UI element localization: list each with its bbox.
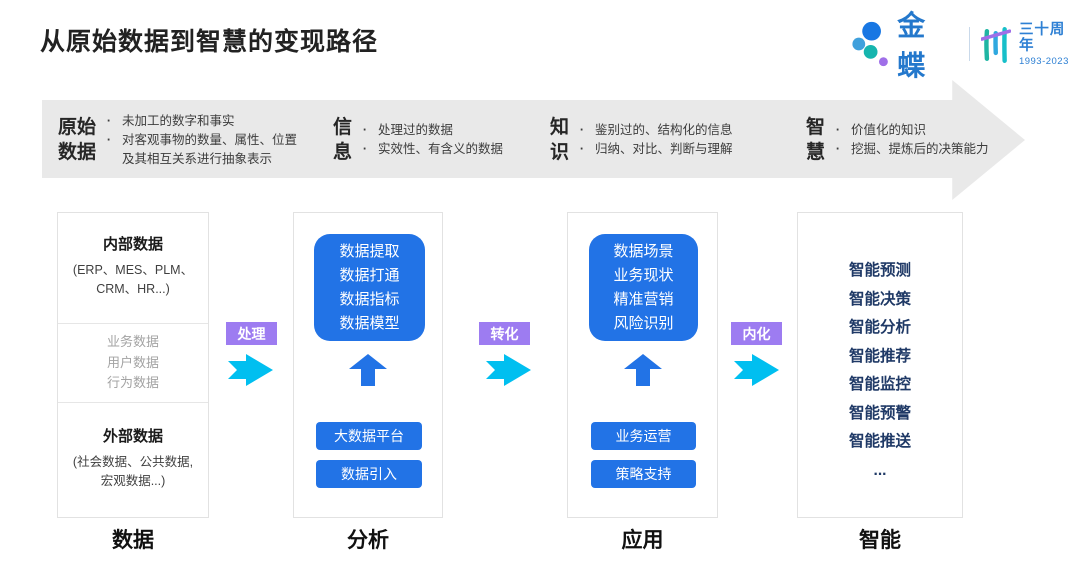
footer-label-analysis: 分析 <box>347 529 389 552</box>
flow-arrow-icon <box>486 354 531 386</box>
big-data-platform-label: 大数据平台 <box>316 422 422 450</box>
intelligence-panel: 智能预测 智能决策 智能分析 智能推荐 智能监控 智能预警 智能推送 ... <box>797 212 963 518</box>
logo-divider <box>969 27 971 61</box>
up-arrow-icon <box>623 354 662 386</box>
flow-arrow-icon <box>228 354 273 386</box>
application-panel: 数据场景 业务现状 精准营销 风险识别 业务运营 策略支持 <box>567 212 718 518</box>
stage-raw-data: 原始 数据 ·未加工的数字和事实 ·对客观事物的数量、属性、位置及其相互关系进行… <box>58 103 301 177</box>
data-type-item: 行为数据 <box>106 375 159 390</box>
intelligence-item: 智能推送 <box>848 433 911 450</box>
stage-points: ·未加工的数字和事实 ·对客观事物的数量、属性、位置及其相互关系进行抽象表示 <box>96 112 301 169</box>
stage-heading: 原始 数据 <box>58 117 97 163</box>
bullet-dot: · <box>835 123 841 137</box>
strategy-support-label: 策略支持 <box>591 460 696 488</box>
data-type-item: 业务数据 <box>106 334 159 349</box>
intelligence-item: 智能决策 <box>848 290 911 308</box>
business-operation-label: 业务运营 <box>591 422 696 450</box>
bullet-dot: · <box>835 142 841 156</box>
analysis-panel: 数据提取 数据打通 数据指标 数据模型 大数据平台 数据引入 <box>293 212 443 518</box>
footer-label-application: 应用 <box>621 529 664 552</box>
data-import-label: 数据引入 <box>316 460 422 488</box>
data-type-item: 用户数据 <box>106 354 159 370</box>
external-data-heading: 外部数据 <box>102 428 163 445</box>
brand-name: 金蝶 <box>897 10 928 81</box>
data-sources-panel: 内部数据 (ERP、MES、PLM、 CRM、HR...) 业务数据 用户数据 … <box>57 212 209 518</box>
intelligence-item: 智能分析 <box>848 319 911 336</box>
stage-knowledge: 知 识 ·鉴别过的、结构化的信息 ·归纳、对比、判断与理解 <box>550 103 747 177</box>
connector-label-internalize: 内化 <box>731 322 782 345</box>
stage-points: ·鉴别过的、结构化的信息 ·归纳、对比、判断与理解 <box>569 121 747 159</box>
footer-label-intelligence: 智能 <box>859 529 901 552</box>
footer-label-data: 数据 <box>112 529 154 552</box>
anniversary-block: 三十周年 1993-2023 <box>1019 22 1080 67</box>
external-data-section: 外部数据 (社会数据、公共数据, 宏观数据...) <box>58 402 208 491</box>
data-types-section: 业务数据 用户数据 行为数据 <box>58 323 208 402</box>
bullet-dot: · <box>579 123 585 137</box>
anniversary-label: 三十周年 <box>1018 21 1066 54</box>
bullet-dot: · <box>362 142 368 156</box>
up-arrow-icon <box>349 354 387 386</box>
intelligence-item: 智能预测 <box>848 262 911 279</box>
stage-points: ·处理过的数据 ·实效性、有含义的数据 <box>352 121 522 159</box>
stage-information: 信 息 ·处理过的数据 ·实效性、有含义的数据 <box>333 103 522 177</box>
page-title: 从原始数据到智慧的变现路径 <box>40 28 379 56</box>
connector-label-process: 处理 <box>226 322 277 345</box>
stage-heading: 智 慧 <box>806 117 826 163</box>
kingdee-logo: 金蝶 三十周年 1993-2023 <box>846 10 1080 81</box>
intelligence-item-ellipsis: ... <box>873 461 887 479</box>
stage-points: ·价值化的知识 ·挖掘、提炼后的决策能力 <box>825 121 1010 159</box>
stage-heading: 信 息 <box>333 117 353 163</box>
flow-arrow-icon <box>734 354 779 386</box>
bullet-dot: · <box>579 142 585 156</box>
analysis-card: 数据提取 数据打通 数据指标 数据模型 <box>314 234 425 341</box>
internal-data-section: 内部数据 (ERP、MES、PLM、 CRM、HR...) <box>58 213 208 323</box>
application-card: 数据场景 业务现状 精准营销 风险识别 <box>589 234 698 341</box>
connector-label-transform: 转化 <box>479 322 530 345</box>
bullet-dot: · <box>106 132 112 147</box>
anniversary-years: 1993-2023 <box>1018 55 1069 67</box>
thirty-anniversary-icon <box>981 27 1011 63</box>
intelligence-item: 智能监控 <box>848 376 911 393</box>
intelligence-list: 智能预测 智能决策 智能分析 智能推荐 智能监控 智能预警 智能推送 ... <box>798 213 962 485</box>
intelligence-item: 智能推荐 <box>848 347 911 365</box>
bullet-dot: · <box>362 123 368 137</box>
internal-data-heading: 内部数据 <box>102 236 163 253</box>
intelligence-item: 智能预警 <box>848 404 911 422</box>
bullet-dot: · <box>106 113 112 128</box>
stage-wisdom: 智 慧 ·价值化的知识 ·挖掘、提炼后的决策能力 <box>806 103 1010 177</box>
stage-heading: 知 识 <box>550 117 570 163</box>
kingdee-dots-icon <box>852 21 888 67</box>
